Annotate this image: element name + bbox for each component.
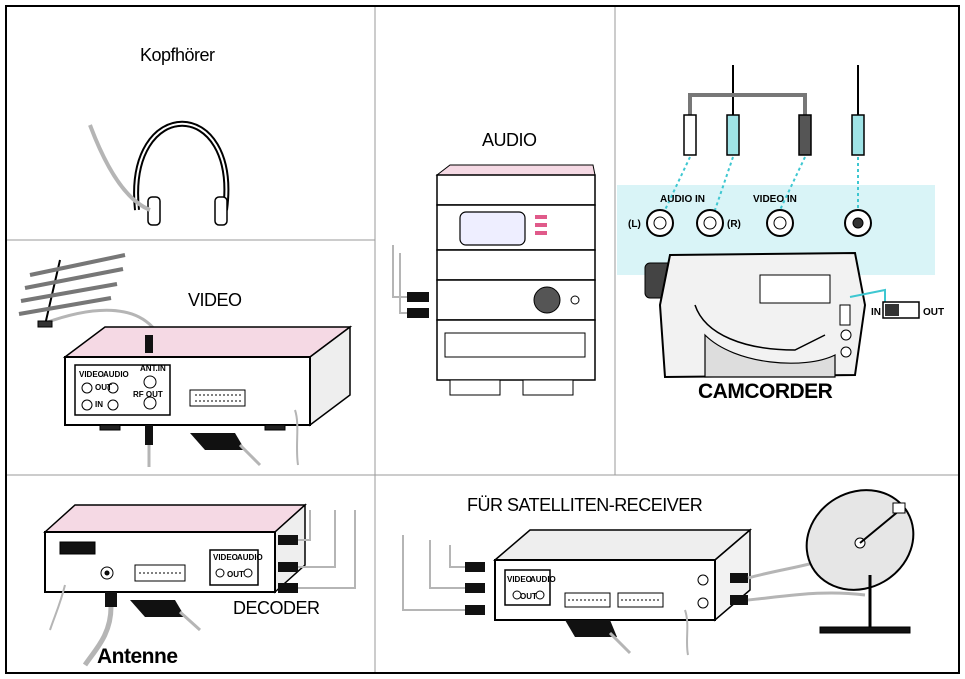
- video-in-label: VIDEO IN: [753, 194, 797, 205]
- left-channel-label: (L): [628, 219, 641, 230]
- video-label: VIDEO: [188, 290, 242, 310]
- sat-audio-label: AUDIO: [530, 575, 556, 584]
- vcr-cables: [145, 335, 262, 467]
- antenna-illustration: [18, 253, 157, 331]
- camcorder-device: [644, 251, 867, 379]
- satellite-receiver-label: FÜR SATELLITEN-RECEIVER: [467, 495, 703, 515]
- decoder-cables: [49, 510, 356, 667]
- diagram-canvas: VIDEO AUDIO OUT IN ANT.IN RF OUT: [5, 5, 960, 674]
- camcorder-jacks: [646, 209, 872, 237]
- satellite-receiver: [492, 528, 753, 622]
- vcr-out-label: OUT: [95, 383, 112, 392]
- right-channel-label: (R): [727, 219, 741, 230]
- vcr-ant-in-label: ANT.IN: [140, 364, 166, 373]
- audio-label: AUDIO: [482, 130, 537, 150]
- vcr-audio-label: AUDIO: [103, 370, 129, 379]
- antenna-label: Antenne: [97, 645, 178, 668]
- switch-in-label: IN: [871, 307, 881, 318]
- camcorder-label: CAMCORDER: [698, 380, 833, 403]
- decoder-device: [43, 503, 307, 594]
- sat-video-label: VIDEO: [507, 575, 532, 584]
- headphones-illustration: [88, 120, 230, 226]
- headphones-label: Kopfhörer: [140, 45, 215, 65]
- vcr-in-label: IN: [95, 400, 103, 409]
- camcorder-switch: [849, 288, 920, 319]
- decoder-label: DECODER: [233, 598, 320, 618]
- vcr-video-label: VIDEO: [79, 370, 104, 379]
- decoder-audio-label: AUDIO: [237, 553, 263, 562]
- switch-out-label: OUT: [923, 307, 944, 318]
- vcr-rf-out-label: RF OUT: [133, 390, 163, 399]
- vcr-device: [62, 325, 353, 466]
- stereo-system: [435, 164, 596, 396]
- connection-diagram: VIDEO AUDIO OUT IN ANT.IN RF OUT: [5, 5, 960, 674]
- decoder-out-label: OUT: [227, 570, 244, 579]
- grid-lines: [7, 7, 958, 672]
- satellite-dish-illustration: [805, 489, 915, 634]
- decoder-video-label: VIDEO: [213, 553, 238, 562]
- camcorder-cables: [664, 65, 865, 211]
- audio-cables: [392, 245, 429, 318]
- sat-out-label: OUT: [520, 592, 537, 601]
- audio-in-label: AUDIO IN: [660, 194, 705, 205]
